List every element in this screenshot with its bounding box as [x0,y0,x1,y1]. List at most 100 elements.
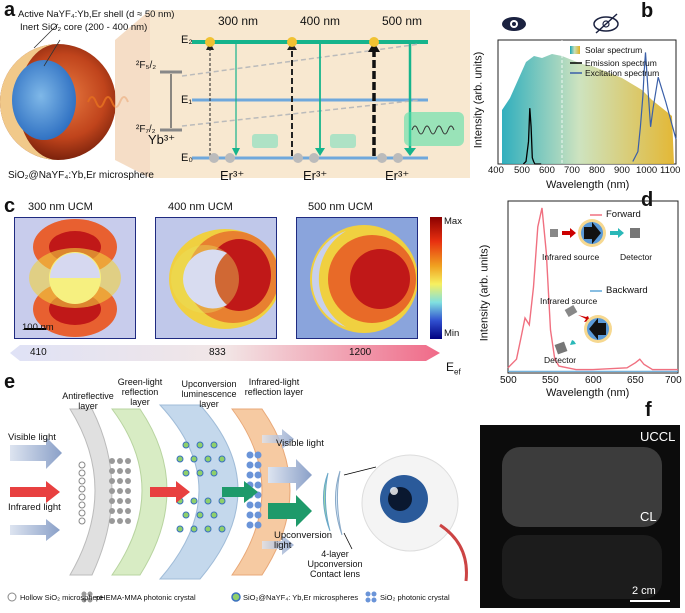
shell-label: Active NaYF₄:Yb,Er shell (d ≈ 50 nm) [18,9,175,20]
core-sphere [12,60,76,140]
field-map-400 [155,217,277,339]
f72-label: ²F₇/₂ [136,124,156,135]
layer-infrared-reflection: Infrared-light reflection layer [244,377,304,397]
cbar-min: Min [444,328,460,339]
c-title-300: 300 nm UCM [28,201,93,213]
b-xlabel: Wavelength (nm) [546,179,630,191]
ef-label: Eef [446,360,461,377]
panel-label-f: f [645,399,652,421]
panel-e-graphic [7,404,468,603]
panel-label-c: c [4,195,16,217]
visible-light-label: Visible light [8,432,56,443]
b-xtick-1100: 1100 [660,165,681,176]
f52-label: ²F₅/₂ [136,60,157,71]
er-label-3: Er³⁺ [385,168,410,183]
forward-line [507,207,678,371]
ef-tick-1200: 1200 [349,347,372,358]
panel-label-a: a [4,0,16,21]
panel-e: Antireflective layer Green-light reflect… [0,375,470,608]
d-xtick-700: 700 [665,375,682,386]
f-scalebar-label: 2 cm [632,585,656,597]
d-ylabel: Intensity (arb. units) [478,244,491,342]
core-label: Inert SiO₂ core (200 - 400 nm) [20,22,148,33]
legend-microspheres: SiO₂@NaYF₄: Yb,Er microspheres [243,593,359,602]
panel-d: Forward Backward Infrared source Detecto… [470,195,685,399]
level-e1-label: E₁ [181,94,193,106]
wavelength-500: 500 nm [382,14,423,28]
ir-source-icon [550,229,558,237]
panel-f: UCCL CL 2 cm [480,425,680,608]
wavelength-400: 400 nm [300,14,341,28]
d-xtick-650: 650 [627,375,644,386]
b-xtick-1000: 1000 [636,165,658,176]
layer-upconversion: Upconversion luminescence layer [181,379,237,409]
d-det-bot: Detector [544,355,577,365]
panel-b-chart [497,13,677,165]
f-label-uccl: UCCL [640,429,676,444]
excitation-spectrum-line [632,52,677,162]
d-ir-bot: Infrared source [540,296,598,306]
panel-a-graphic [0,10,470,178]
layer-antireflective: Antireflective layer [62,391,114,411]
panel-label-e: e [4,371,16,393]
c-title-500: 500 nm UCM [308,201,373,213]
d-xtick-600: 600 [585,375,602,386]
visible-light-out-arrow [268,459,312,491]
f-scalebar-line [630,600,670,602]
b-xtick-500: 500 [514,165,530,176]
er-label-2: Er³⁺ [303,168,328,183]
d-xtick-500: 500 [500,375,517,386]
b-ylabel: Intensity (arb. units) [472,51,485,149]
legend-excitation: Excitation spectrum [585,68,660,78]
b-xtick-700: 700 [564,165,580,176]
legend-emission: Emission spectrum [585,58,657,68]
c-colorbar [430,217,442,339]
legend-hollow-sio2: Hollow SiO₂ microsphere [20,593,104,602]
visible-light-arrow [10,437,62,469]
c-scalebar: 100 nm [22,322,54,333]
panel-label-d: d [641,189,654,211]
cl-sample [502,535,662,599]
panel-label-b: b [641,0,654,22]
ef-bar [10,345,440,361]
d-xtick-550: 550 [542,375,559,386]
panel-a: Active NaYF₄:Yb,Er shell (d ≈ 50 nm) Ine… [0,0,470,190]
uccl-sample [502,447,662,527]
d-ir-top: Infrared source [542,252,600,262]
legend-backward: Backward [606,285,648,296]
panel-b: Solar spectrum Emission spectrum Excitat… [470,0,685,195]
legend-solar: Solar spectrum [585,45,643,55]
microsphere-label: SiO₂@NaYF₄:Yb,Er microsphere [8,170,154,181]
legend-sio2-crystal: SiO₂ photonic crystal [380,593,450,602]
level-e2-label: E₂ [181,34,193,46]
panel-c: 300 nm UCM 400 nm UCM 500 nm UCM [0,195,470,377]
ir-source-icon-2 [564,305,578,317]
f-label-cl: CL [640,509,657,524]
solar-spectrum [502,54,674,164]
field-map-500 [296,217,418,339]
c-title-400: 400 nm UCM [168,201,233,213]
green-reflection-layer [111,408,168,576]
level-e0-label: E₀ [181,152,193,164]
ef-tick-833: 833 [209,347,226,358]
d-det-top: Detector [620,252,653,262]
layer-green-reflection: Green-light reflection layer [117,377,163,407]
b-xtick-600: 600 [539,165,555,176]
legend-forward: Forward [606,209,641,220]
antireflective-layer [69,408,113,576]
detector-icon-2 [554,341,568,355]
contact-lens-label: 4-layer Upconversion Contact lens [307,549,363,579]
d-xlabel: Wavelength (nm) [546,387,630,399]
eye-slash-icon [593,13,619,34]
infrared-light-arrow [10,481,60,503]
detector-icon [630,228,640,238]
infrared-light-label: Infrared light [8,502,61,513]
legend-phema: pHEMA-MMA photonic crystal [96,593,196,602]
er-label-1: Er³⁺ [220,168,245,183]
b-xtick-900: 900 [614,165,630,176]
emission-spectrum-line [522,108,542,165]
upconversion-light-label: Upconversion light [274,530,333,551]
field-map-300 [14,217,136,339]
b-xtick-800: 800 [589,165,605,176]
yb-label: Yb³⁺ [148,132,176,147]
